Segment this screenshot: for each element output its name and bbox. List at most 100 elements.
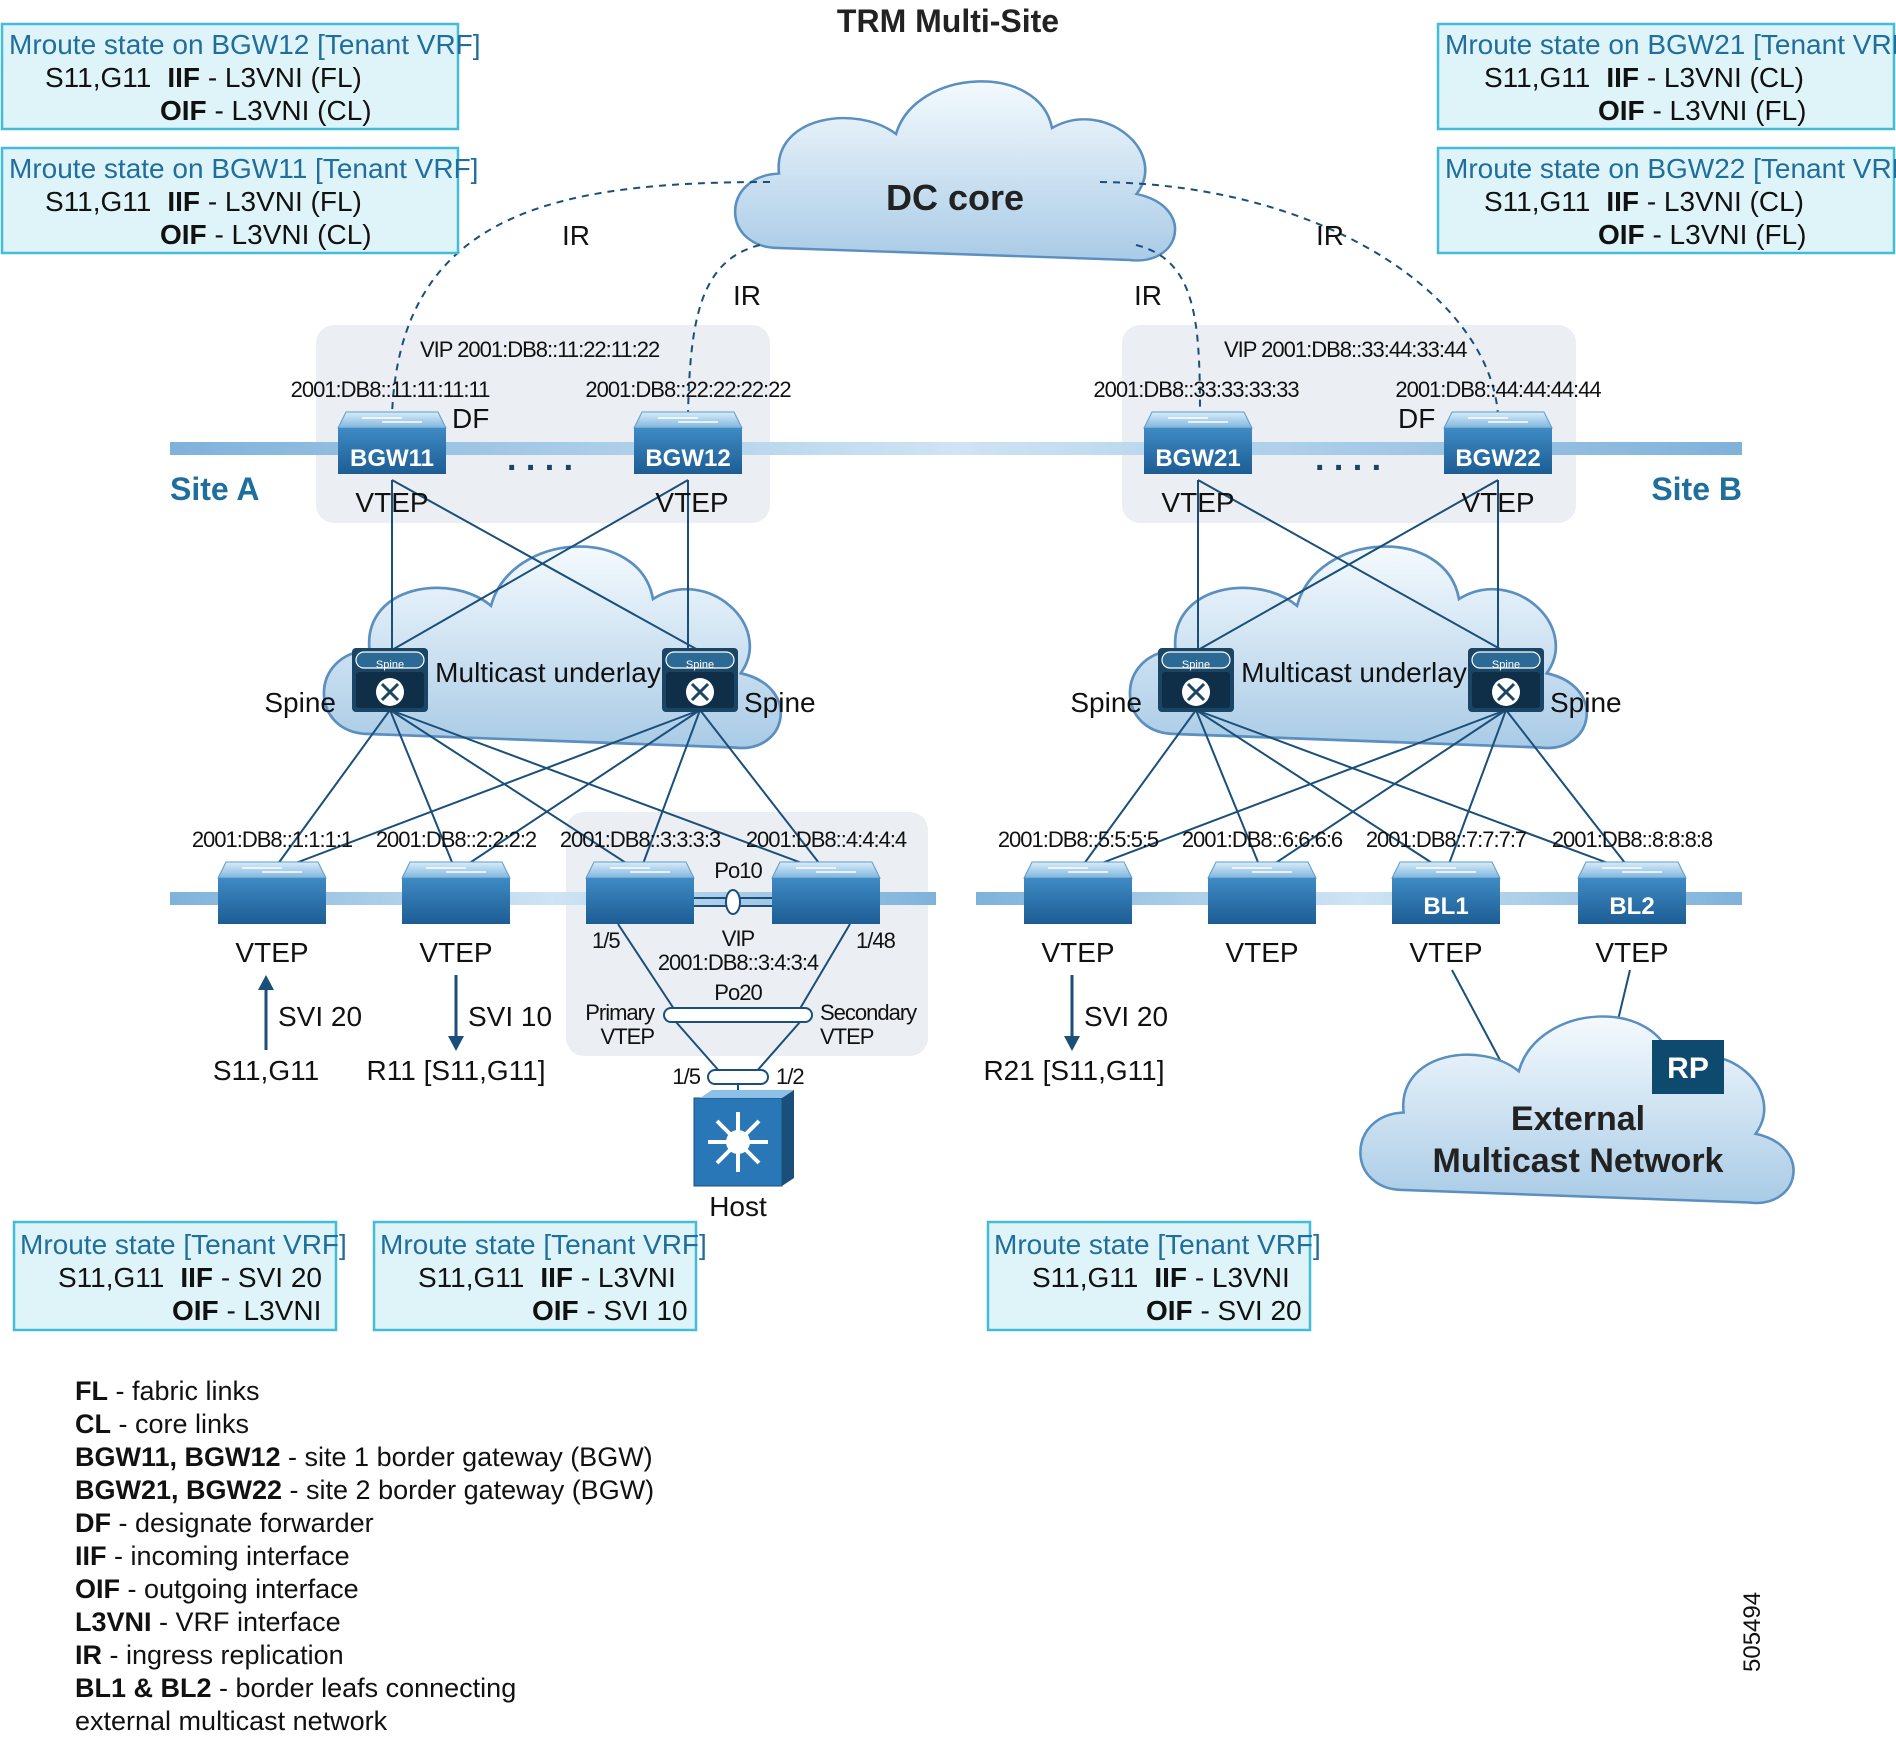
leaf-5-switch	[1023, 861, 1133, 925]
bgw21-name: BGW21	[1155, 445, 1240, 472]
mroute-box-leaf-5-oif: - SVI 20	[1193, 1295, 1302, 1326]
mroute-box-bgw12-iif: - L3VNI (FL)	[200, 62, 362, 93]
host-switch-icon	[693, 1090, 794, 1187]
leaf-8-addr: 2001:DB8::8:8:8:8	[1552, 827, 1713, 852]
bgw22-name: BGW22	[1455, 445, 1540, 472]
bgw21-addr: 2001:DB8::33:33:33:33	[1093, 377, 1299, 402]
legend-desc: - fabric links	[108, 1376, 260, 1406]
legend-term: FL	[75, 1376, 108, 1406]
spine-4-label: Spine	[1550, 687, 1622, 718]
mroute-box-leaf-1-sg: S11,G11	[58, 1262, 164, 1293]
leaf-6-vtep: VTEP	[1225, 937, 1298, 968]
spine-1-icon-label: Spine	[376, 659, 404, 671]
spine-leaf-links	[271, 709, 1633, 873]
mroute-box-bgw21-oif-label: OIF	[1598, 95, 1645, 126]
dc-core-label: DC core	[886, 177, 1024, 218]
bgw11-name: BGW11	[350, 445, 434, 472]
host-port-1-5-label: 1/5	[672, 1064, 700, 1089]
mroute-box-leaf-1: Mroute state [Tenant VRF] S11,G11 IIF - S…	[12, 1220, 347, 1332]
leaf-4-addr: 2001:DB8::4:4:4:4	[746, 827, 907, 852]
leaf-1-switch	[217, 861, 327, 925]
legend-item: DF - designate forwarder	[75, 1508, 374, 1538]
mroute-box-bgw12-iif-label: IIF	[167, 62, 200, 93]
site-b-leaf-bar	[976, 892, 1742, 905]
svi10-label: SVI 10	[468, 1001, 552, 1032]
bgw12-addr: 2001:DB8::22:22:22:22	[585, 377, 791, 402]
svi20-label-site-a: SVI 20	[278, 1001, 362, 1032]
leaf-7-vtep: VTEP	[1409, 937, 1482, 968]
legend-desc: - ingress replication	[102, 1640, 344, 1670]
host-bundle	[707, 1069, 769, 1085]
external-label-line1: External	[1511, 1100, 1645, 1138]
po20-bundle	[663, 1007, 813, 1023]
mroute-box-leaf-2-header: Mroute state [Tenant VRF]	[380, 1229, 707, 1260]
mroute-box-leaf-1-header: Mroute state [Tenant VRF]	[20, 1229, 347, 1260]
rp-label: RP	[1667, 1052, 1709, 1085]
mroute-box-bgw21-oif: - L3VNI (FL)	[1645, 95, 1807, 126]
legend-term: CL	[75, 1409, 111, 1439]
mroute-box-bgw12: Mroute state on BGW12 [Tenant VRF] S11,G…	[0, 22, 481, 131]
legend-item: CL - core links	[75, 1409, 249, 1439]
legend-item: L3VNI - VRF interface	[75, 1607, 341, 1637]
external-label-line2: Multicast Network	[1433, 1142, 1724, 1180]
po20-to-host-a	[675, 1021, 721, 1073]
mroute-box-bgw22-iif-label: IIF	[1606, 186, 1639, 217]
svi20-label-site-b: SVI 20	[1084, 1001, 1168, 1032]
legend-item: external multicast network	[75, 1706, 388, 1736]
legend-item: IR - ingress replication	[75, 1640, 344, 1670]
spine-3	[1156, 646, 1236, 714]
legend-term: IR	[75, 1640, 102, 1670]
mroute-box-leaf-5-iif-label: IIF	[1154, 1262, 1187, 1293]
bgw12-name: BGW12	[645, 445, 730, 472]
mroute-box-bgw22-iif: - L3VNI (CL)	[1639, 186, 1804, 217]
ir-label-3: IR	[1134, 280, 1162, 311]
bl2-name: BL2	[1609, 893, 1654, 920]
legend-desc: - incoming interface	[107, 1541, 350, 1571]
mroute-box-leaf-2-oif-line: OIF - SVI 10	[532, 1295, 688, 1326]
legend-term: BGW21, BGW22	[75, 1475, 282, 1505]
mroute-box-leaf-1-oif-line: OIF - L3VNI	[172, 1295, 321, 1326]
spine-2-icon-label: Spine	[686, 659, 714, 671]
ir-link-bgw12	[687, 244, 761, 416]
bl1-external-link	[1451, 969, 1501, 1061]
mroute-box-leaf-1-iif-label: IIF	[180, 1262, 213, 1293]
leaf-2-addr: 2001:DB8::2:2:2:2	[376, 827, 537, 852]
mroute-box-leaf-2-sg: S11,G11	[418, 1262, 524, 1293]
df-label-site-a: DF	[452, 403, 489, 434]
bgw-backbone-bar	[170, 442, 1742, 455]
legend-item: OIF - outgoing interface	[75, 1574, 359, 1604]
bgw22-addr: 2001:DB8::44:44:44:44	[1395, 377, 1601, 402]
mroute-box-leaf-1-oif: - L3VNI	[219, 1295, 322, 1326]
mroute-box-bgw11-iif: - L3VNI (FL)	[200, 186, 362, 217]
spine-2	[660, 646, 740, 714]
vip-site-a: VIP 2001:DB8::11:22:11:22	[420, 337, 660, 362]
mroute-box-bgw11-oif-label: OIF	[160, 219, 207, 250]
leaf-1-vtep: VTEP	[235, 937, 308, 968]
mroute-box-bgw21: Mroute state on BGW21 [Tenant VRF] S11,G…	[1436, 22, 1896, 131]
mroute-box-leaf-2-iif-label: IIF	[540, 1262, 573, 1293]
mroute-box-bgw11-iif-label: IIF	[167, 186, 200, 217]
ir-label-1: IR	[562, 220, 590, 251]
mroute-box-bgw12-header: Mroute state on BGW12 [Tenant VRF]	[9, 29, 481, 60]
ir-link-bgw21	[1135, 244, 1201, 416]
legend-desc: - border leafs connecting	[212, 1673, 517, 1703]
mroute-box-bgw12-oif-line: OIF - L3VNI (CL)	[160, 95, 372, 126]
mroute-box-bgw22-header: Mroute state on BGW22 [Tenant VRF]	[1445, 153, 1896, 184]
legend-desc: external multicast network	[75, 1706, 388, 1736]
legend-desc: - outgoing interface	[120, 1574, 359, 1604]
leaf-4-switch	[771, 861, 881, 925]
mroute-box-bgw11-header: Mroute state on BGW11 [Tenant VRF]	[9, 153, 478, 184]
vip-addr-label: 2001:DB8::3:4:3:4	[658, 950, 819, 975]
leaf-6-addr: 2001:DB8::6:6:6:6	[1182, 827, 1343, 852]
mroute-box-bgw22-oif-line: OIF - L3VNI (FL)	[1598, 219, 1806, 250]
mroute-box-bgw21-oif-line: OIF - L3VNI (FL)	[1598, 95, 1806, 126]
mroute-box-bgw11-oif: - L3VNI (CL)	[207, 219, 372, 250]
mroute-box-leaf-1-iif: - SVI 20	[213, 1262, 322, 1293]
